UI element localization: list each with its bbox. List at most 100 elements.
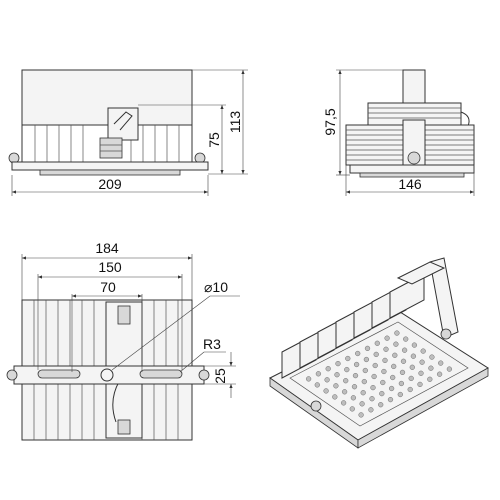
iso-led — [399, 369, 406, 376]
top-center-hole — [100, 368, 114, 382]
iso-led — [390, 374, 396, 381]
iso-led — [335, 361, 341, 367]
iso-led — [394, 330, 400, 336]
dim-top-center: 70 — [71, 279, 143, 372]
iso-leds — [306, 330, 453, 418]
iso-led — [420, 348, 426, 354]
dim-front-width-label: 209 — [98, 176, 122, 192]
iso-led — [383, 346, 389, 352]
dim-bracket-width-label: 25 — [212, 368, 228, 384]
front-base — [11, 161, 209, 171]
iso-led — [446, 366, 453, 372]
iso-led — [332, 394, 338, 400]
iso-led — [368, 407, 374, 413]
front-lens — [39, 169, 181, 176]
iso-led — [382, 357, 388, 364]
top-slot-left — [37, 369, 81, 379]
iso-led — [409, 364, 415, 370]
side-cable — [460, 111, 470, 127]
iso-led — [380, 379, 386, 386]
iso-led — [370, 385, 376, 391]
iso-led — [419, 359, 425, 365]
iso-led — [407, 386, 413, 393]
dim-hole-diameter-label: ⌀10 — [204, 279, 228, 295]
iso-led — [427, 376, 433, 382]
iso-led — [429, 354, 435, 360]
iso-led — [371, 373, 377, 380]
iso-led — [325, 366, 331, 372]
side-view: 146 97,5 — [322, 69, 475, 196]
side-base — [349, 164, 475, 174]
iso-led — [333, 383, 339, 389]
iso-led-grid — [289, 321, 469, 427]
dim-top-overall-label: 184 — [95, 240, 119, 256]
dim-side-height: 97,5 — [322, 69, 403, 176]
iso-led — [323, 388, 329, 394]
iso-led — [418, 370, 424, 376]
dim-front-width: 209 — [11, 175, 209, 196]
iso-fins — [281, 273, 425, 379]
top-slot-right — [139, 369, 183, 379]
iso-led — [341, 400, 347, 406]
iso-led — [343, 378, 349, 384]
iso-led — [352, 373, 359, 379]
iso-led — [359, 401, 365, 407]
iso-led — [417, 381, 423, 388]
iso-led — [438, 360, 444, 366]
iso-led — [361, 379, 367, 385]
iso-led — [345, 355, 351, 362]
iso-led — [389, 385, 395, 392]
iso-led — [387, 397, 394, 403]
iso-led — [428, 365, 434, 371]
iso-led — [350, 395, 357, 401]
iso-led — [403, 336, 409, 342]
iso-side-screw — [310, 400, 322, 412]
dim-bracket-width: 25 — [204, 352, 236, 398]
iso-led — [392, 352, 398, 358]
iso-led — [344, 367, 350, 373]
iso-led — [393, 341, 399, 347]
iso-led — [364, 345, 371, 352]
iso-led — [374, 340, 380, 346]
iso-led — [355, 350, 361, 357]
iso-led — [334, 372, 340, 378]
iso-led — [342, 389, 348, 395]
iso-led — [400, 358, 407, 364]
iso-led — [314, 382, 320, 388]
iso-led — [351, 384, 358, 390]
iso-led — [372, 362, 378, 369]
iso-led — [369, 396, 375, 402]
iso-led — [378, 402, 384, 408]
iso-led — [437, 371, 443, 377]
side-lens — [359, 172, 465, 178]
iso-led — [381, 368, 387, 375]
dim-top-center-label: 70 — [100, 279, 116, 295]
iso-led — [391, 363, 397, 370]
iso-led — [397, 391, 403, 398]
iso-led — [306, 376, 312, 382]
iso-led — [384, 335, 390, 341]
front-view: 209 113 75 — [8, 69, 248, 196]
dim-top-overall: 184 — [21, 240, 193, 300]
iso-led — [408, 375, 414, 382]
iso-led — [363, 356, 370, 363]
dim-front-inner-label: 75 — [206, 132, 222, 148]
dim-side-width: 146 — [345, 165, 475, 196]
dim-hole-diameter: ⌀10 — [111, 279, 240, 371]
dim-slot-radius-label: R3 — [203, 336, 221, 352]
dim-front-inner: 75 — [138, 104, 226, 174]
dim-front-height: 113 — [192, 69, 248, 175]
iso-led — [315, 371, 322, 377]
top-gland — [117, 305, 131, 325]
dim-side-width-label: 146 — [398, 176, 422, 192]
iso-led — [358, 412, 364, 418]
iso-led — [398, 380, 405, 387]
front-housing — [21, 69, 193, 126]
dim-side-height-label: 97,5 — [322, 108, 338, 135]
top-left-screw — [6, 369, 18, 381]
front-bracket — [107, 107, 139, 141]
iso-led — [349, 406, 355, 412]
iso-led — [362, 367, 368, 374]
iso-led — [360, 390, 366, 396]
